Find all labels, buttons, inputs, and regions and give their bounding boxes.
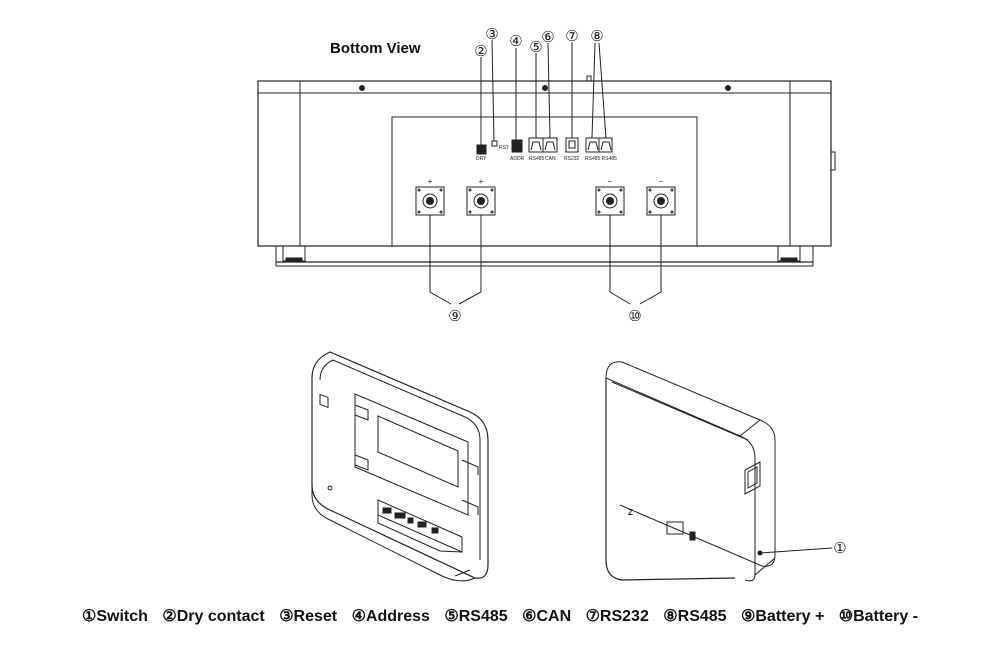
legend-item-battery-minus: ⑩Battery - xyxy=(838,608,918,625)
legend-item-dry-contact: ②Dry contact xyxy=(162,608,265,625)
legend-item-rs485-a: ⑤RS485 xyxy=(444,608,508,625)
port-label-dry: DRY xyxy=(476,156,487,162)
callout-10: ⑩ xyxy=(628,308,641,325)
port-label-addr: ADDR xyxy=(510,156,525,162)
bottom-view-housing xyxy=(257,75,836,267)
legend: ①Switch ②Dry contact ③Reset ④Address ⑤RS… xyxy=(0,606,1000,626)
callout-leaders xyxy=(480,39,607,145)
reset-button xyxy=(491,140,498,147)
callout-3: ③ xyxy=(485,26,498,43)
legend-item-switch: ①Switch xyxy=(82,608,148,625)
callout-numbers-bottom: ⑨ ⑩ xyxy=(448,308,641,325)
callout-2: ② xyxy=(474,43,487,60)
callout-number-switch: ① xyxy=(833,540,846,557)
port-label-rst: RST xyxy=(499,145,509,151)
rs232-port xyxy=(565,137,579,153)
callout-7: ⑦ xyxy=(565,28,578,45)
terminal-signs: + + − − xyxy=(428,177,664,186)
terminal-positive-2 xyxy=(466,186,496,216)
legend-item-battery-plus: ⑨Battery + xyxy=(741,608,825,625)
port-row xyxy=(476,137,613,155)
terminal-sign-1: + xyxy=(428,177,433,186)
legend-item-reset: ③Reset xyxy=(279,608,338,625)
terminal-sign-2: + xyxy=(479,177,484,186)
callout-numbers-top: ② ③ ④ ⑤ ⑥ ⑦ ⑧ xyxy=(474,26,603,60)
dry-contact-port xyxy=(476,144,487,155)
terminal-negative-2 xyxy=(646,186,676,216)
terminal-sign-4: − xyxy=(659,177,664,186)
terminal-negative-1 xyxy=(595,186,625,216)
battery-leaders xyxy=(429,215,662,305)
front-isometric-view: Z xyxy=(605,361,833,582)
rear-isometric-view xyxy=(311,351,489,582)
legend-item-address: ④Address xyxy=(351,608,430,625)
port-label-can: CAN xyxy=(545,156,556,162)
terminal-positive-1 xyxy=(415,186,445,216)
terminal-sign-3: − xyxy=(608,177,613,186)
callout-4: ④ xyxy=(509,33,522,50)
legend-item-can: ⑥CAN xyxy=(522,608,572,625)
legend-item-rs232: ⑦RS232 xyxy=(585,608,649,625)
port-label-rs485: RS485 xyxy=(529,156,545,162)
power-terminals xyxy=(415,186,676,216)
callout-8: ⑧ xyxy=(590,28,603,45)
bottom-view-title: Bottom View xyxy=(330,40,421,57)
address-switch xyxy=(511,139,523,153)
port-labels: DRY RST ADDR RS485 CAN RS232 RS485 RS485 xyxy=(476,145,617,162)
callout-5: ⑤ xyxy=(529,39,542,56)
svg-text:Z: Z xyxy=(628,508,633,517)
port-label-rs485-pair: RS485 RS485 xyxy=(585,156,617,162)
legend-item-rs485-b: ⑧RS485 xyxy=(663,608,727,625)
port-label-rs232: RS232 xyxy=(564,156,580,162)
callout-6: ⑥ xyxy=(541,29,554,46)
callout-9: ⑨ xyxy=(448,308,461,325)
callout-1: ① xyxy=(833,540,846,557)
